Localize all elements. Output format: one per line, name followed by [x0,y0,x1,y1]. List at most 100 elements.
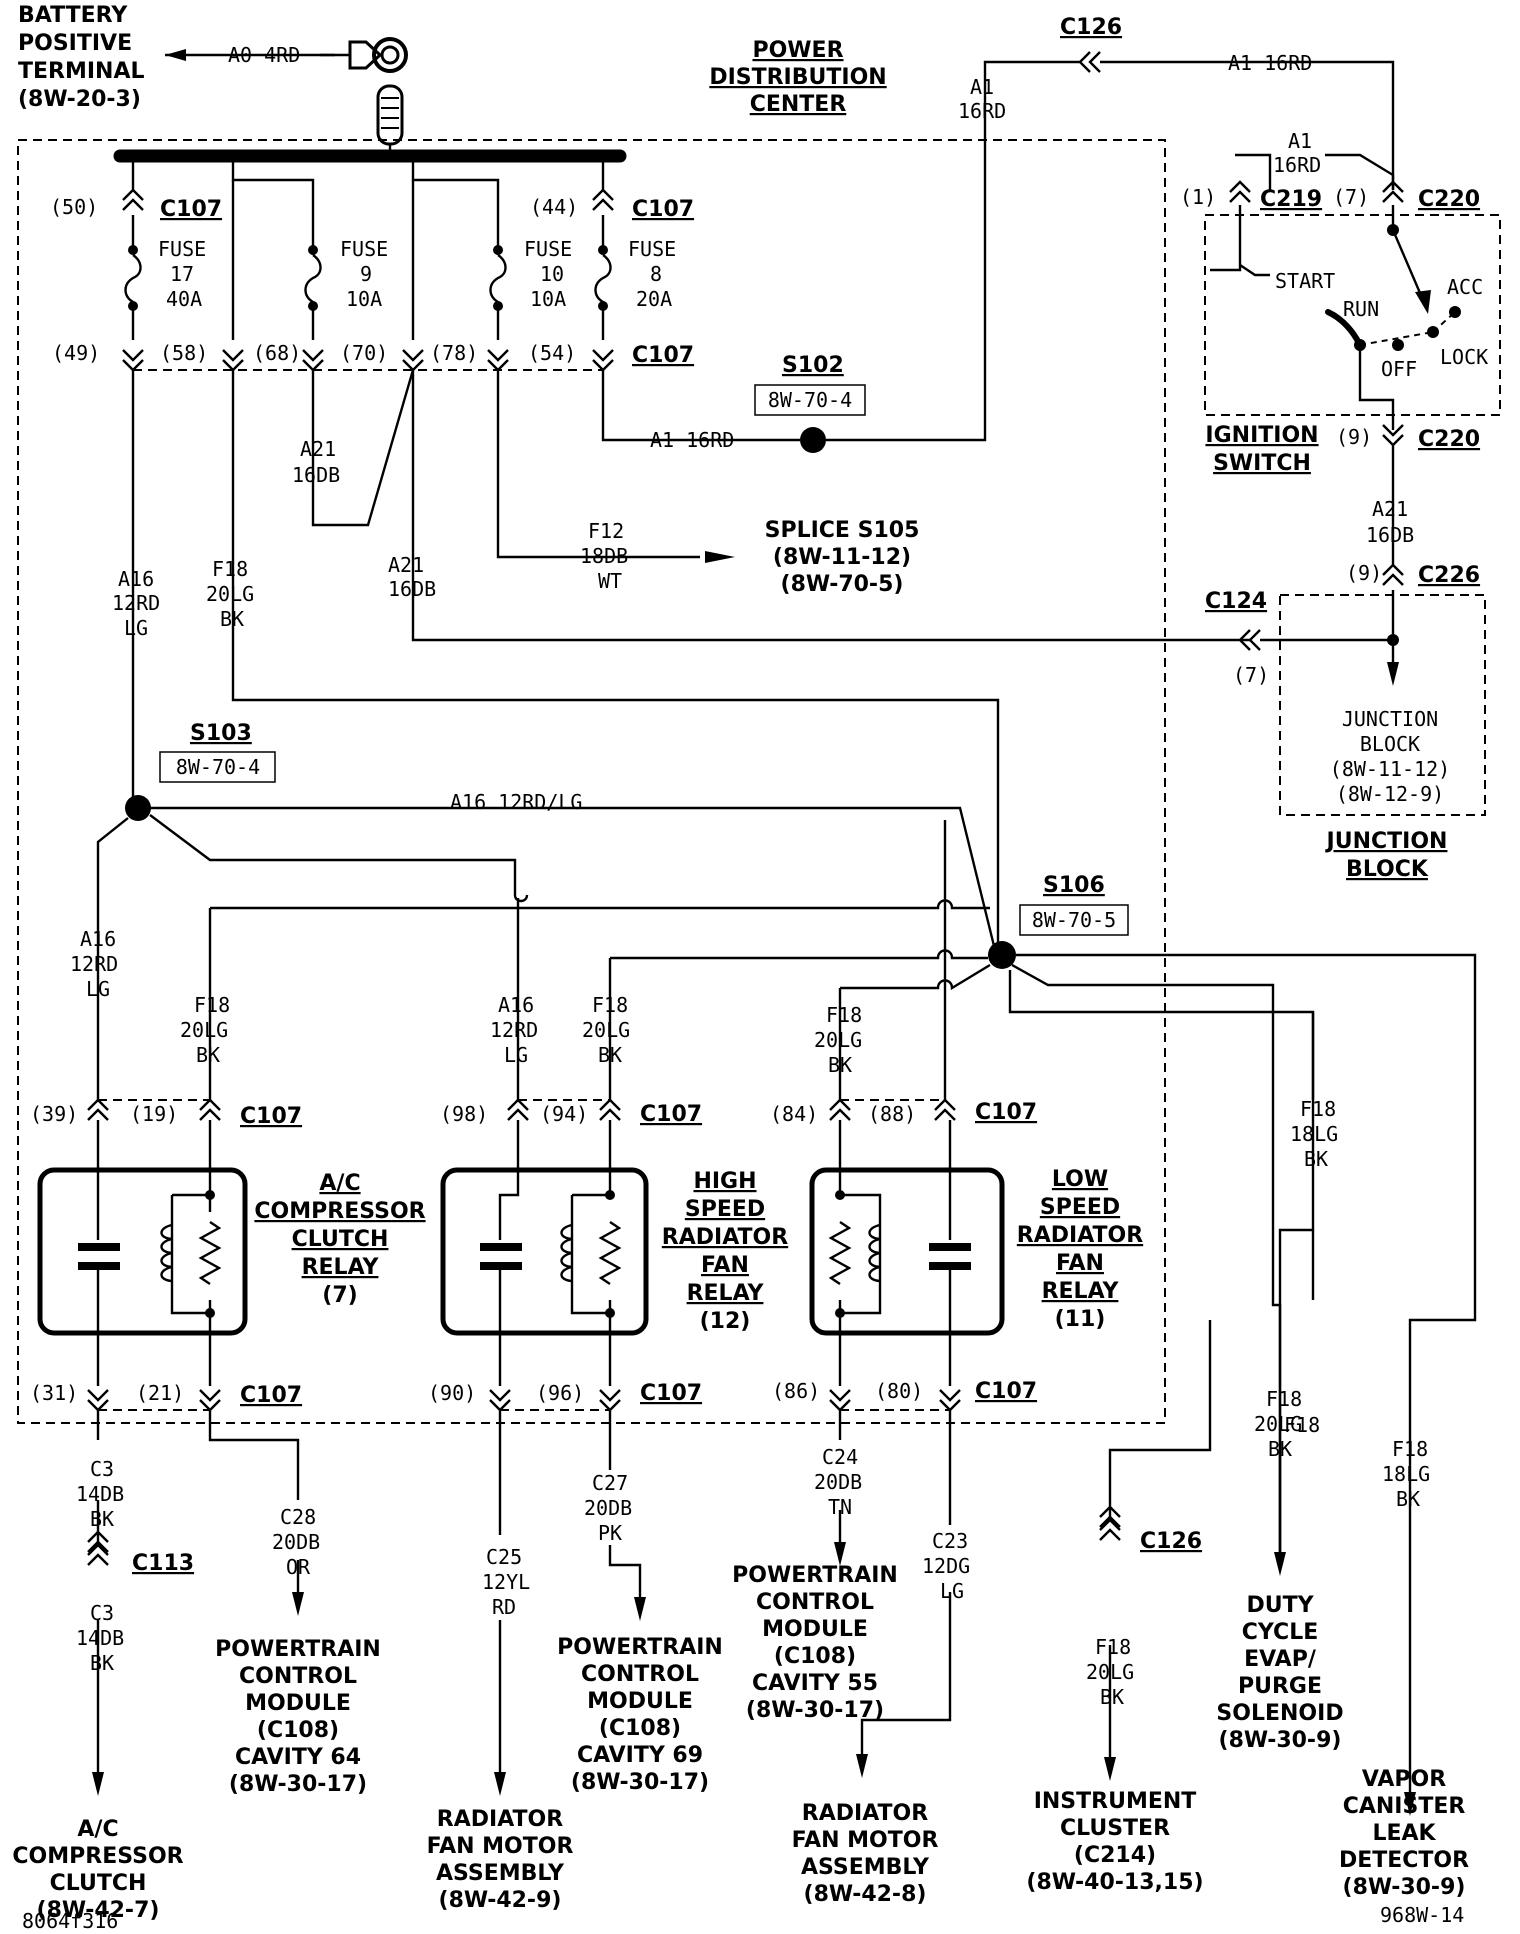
fuse9-l3: 10A [346,287,382,311]
ac-clutch-l3: CLUTCH [50,1871,147,1896]
18lg-right-label: 18LG [1290,1122,1338,1146]
16rd-left-label: 16RD [958,99,1006,123]
pcm64-l2: CONTROL [239,1664,357,1689]
pdc-boundary [17,139,1166,1424]
pcm69-l4: (C108) [599,1716,681,1741]
ac-clutch-l1: A/C [77,1817,118,1842]
splice-s105-1: SPLICE S105 [765,518,920,543]
pin-58: (58) [160,341,208,365]
pin-80: (80) [875,1379,923,1403]
c3-label-2: C3 [90,1601,114,1625]
acc-label: ACC [1447,275,1483,299]
cluster-l1: INSTRUMENT [1034,1789,1197,1814]
lg-top-label: LG [124,616,148,640]
start-label: START [1275,269,1335,293]
c107-fuse17-label: C107 [160,197,222,222]
fuse8-l3: 20A [636,287,672,311]
c124-label: C124 [1205,589,1267,614]
pdc-label-3: CENTER [750,92,847,117]
bk-c3-label-2: BK [90,1651,114,1675]
ac-relay-l3: CLUTCH [292,1227,389,1252]
c107-ac-top: C107 [240,1104,302,1129]
pcm55-l6: (8W-30-17) [746,1698,884,1723]
c25-label: C25 [486,1545,522,1569]
duty-l4: PURGE [1238,1674,1322,1699]
jb-inner-2: BLOCK [1360,732,1420,756]
pin-54: (54) [528,341,576,365]
duty-l1: DUTY [1246,1593,1314,1618]
20lg-top-label: 20LG [206,582,254,606]
vapor-l2: CANISTER [1343,1794,1466,1819]
fuse9-l1: FUSE [340,237,388,261]
pin-70: (70) [340,341,388,365]
pin-9-c220: (9) [1336,425,1372,449]
c107-hs-top: C107 [640,1102,702,1127]
c220-top-label: C220 [1418,187,1480,212]
pcm55-l1: POWERTRAIN [732,1563,898,1588]
pdc-label-2: DISTRIBUTION [709,65,886,90]
hs-relay-l6: (12) [700,1309,751,1334]
ls-relay-l3: RADIATOR [1017,1223,1143,1248]
c28-label: C28 [280,1505,316,1529]
bk-ac-label: BK [196,1043,220,1067]
s103-label: S103 [190,721,252,746]
c113-label: C113 [132,1551,194,1576]
ls-relay-l6: (11) [1055,1307,1106,1332]
18lg-vapor-label: 18LG [1382,1462,1430,1486]
s106-splice [988,941,1016,969]
f18-right-label: F18 [1300,1097,1336,1121]
c107-hs-bottom: C107 [640,1381,702,1406]
rad-fan8-l1: RADIATOR [802,1801,928,1826]
18db-label: 18DB [580,544,628,568]
c220-bottom-label: C220 [1418,427,1480,452]
pin-9-c226: (9) [1346,561,1382,585]
bk-c3-label-1: BK [90,1507,114,1531]
a1-16rd-s102: A1 16RD [650,428,734,452]
vapor-l1: VAPOR [1362,1767,1446,1792]
bk-top-label: BK [220,607,244,631]
battery-label-3: TERMINAL [18,59,145,84]
pin-21: (21) [136,1381,184,1405]
c23-label: C23 [932,1529,968,1553]
bk-vapor-label: BK [1396,1487,1420,1511]
c219-label: C219 [1260,187,1322,212]
s103-ref: 8W-70-4 [176,755,260,779]
vapor-l3: LEAK [1372,1821,1436,1846]
16db-low-label: 16DB [388,577,436,601]
a1-left-label: A1 [970,75,994,99]
16rd-switch-label: 16RD [1273,153,1321,177]
fuse17-l3: 40A [166,287,202,311]
pk-label: PK [598,1521,622,1545]
lg-c23-label: LG [940,1579,964,1603]
s102-splice [800,427,826,453]
ls-relay-l5: RELAY [1042,1279,1120,1304]
duty-l3: EVAP/ [1244,1647,1317,1672]
f18-vapor-label: F18 [1392,1437,1428,1461]
pin-50: (50) [50,195,98,219]
c3-label-1: C3 [90,1457,114,1481]
pcm64-l4: (C108) [257,1718,339,1743]
ls-relay-l4: FAN [1056,1251,1104,1276]
a21-low-label: A21 [388,553,424,577]
jb-inner-3: (8W-11-12) [1330,757,1450,781]
fuse8-l1: FUSE [628,237,676,261]
ac-relay-l2: COMPRESSOR [254,1199,425,1224]
a21-right-label: A21 [1372,497,1408,521]
ac-clutch-l2: COMPRESSOR [12,1844,183,1869]
bk-hs-label: BK [598,1043,622,1067]
ignition-label-1: IGNITION [1205,423,1318,448]
f18-top-label: F18 [212,557,248,581]
fuse17-l2: 17 [170,262,194,286]
pcm69-l2: CONTROL [581,1662,699,1687]
fuse8-l2: 8 [650,262,662,286]
s102-ref: 8W-70-4 [768,388,852,412]
14db-label-1: 14DB [76,1482,124,1506]
code-right: 968W-14 [1380,1903,1464,1927]
rd-c25-label: RD [492,1595,516,1619]
pcm64-l5: CAVITY 64 [235,1745,361,1770]
c226-label: C226 [1418,563,1480,588]
hs-relay-l2: SPEED [685,1197,765,1222]
battery-label-1: BATTERY [18,3,128,28]
splice-s105-3: (8W-70-5) [781,572,904,597]
